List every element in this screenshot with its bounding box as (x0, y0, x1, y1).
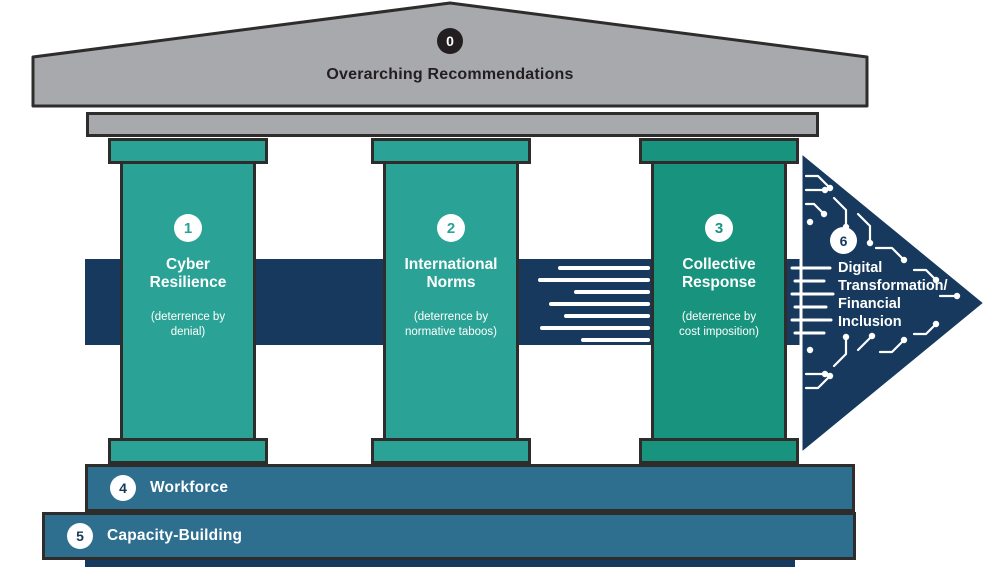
pillar-shaft (383, 161, 519, 441)
pillar-badge: 3 (705, 214, 733, 242)
pillar-shaft (120, 161, 256, 441)
architrave-bar (86, 112, 819, 137)
pillar-subtitle: (deterrence by normative taboos) (404, 311, 498, 338)
pediment-title: Overarching Recommendations (326, 66, 574, 83)
pillar-title: Cyber Resilience (149, 256, 227, 292)
foundation-strip (85, 560, 795, 567)
arrow-title: Digital Transformation/ Financial Inclus… (838, 260, 948, 330)
pillar-shaft (651, 161, 787, 441)
step-badge: 5 (67, 523, 93, 549)
pillar-title: International Norms (404, 256, 498, 292)
pillar-badge: 1 (174, 214, 202, 242)
arrow-badge: 6 (830, 227, 857, 254)
pillar-base (371, 438, 531, 464)
pillar-base (108, 438, 268, 464)
step-capacity-building: 5 Capacity-Building (42, 512, 856, 560)
step-workforce: 4 Workforce (85, 464, 855, 512)
step-label: Capacity-Building (107, 527, 243, 544)
step-label: Workforce (150, 479, 229, 496)
pillar-title: Collective Response (681, 256, 757, 292)
pillar-base (639, 438, 799, 464)
pillar-badge: 2 (437, 214, 465, 242)
pediment-shape (31, 1, 869, 108)
pillar-subtitle: (deterrence by denial) (150, 311, 226, 338)
pillar-subtitle: (deterrence by cost imposition) (679, 311, 759, 338)
pediment-badge: 0 (437, 28, 463, 54)
step-badge: 4 (110, 475, 136, 501)
